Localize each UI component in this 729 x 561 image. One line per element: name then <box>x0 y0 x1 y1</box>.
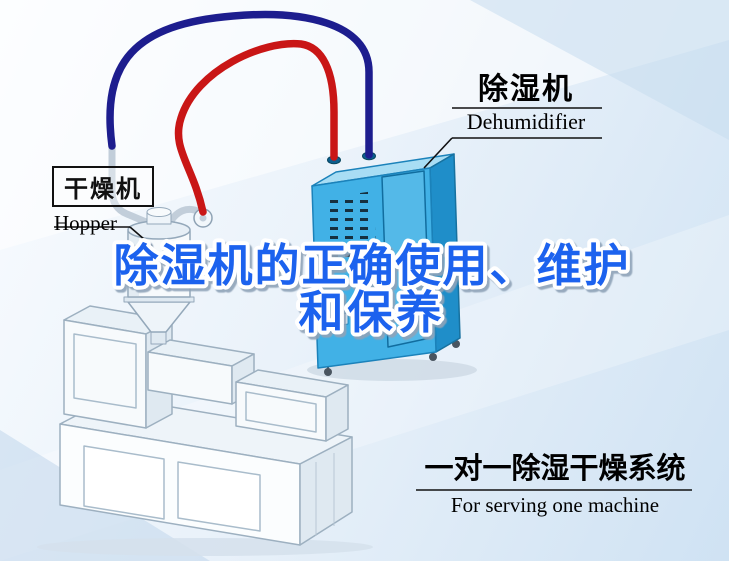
dehumidifier-shadow <box>307 359 477 381</box>
dehumidifier-label: 除湿机 Dehumidifier <box>450 74 602 135</box>
hopper-label-en: Hopper <box>54 211 117 235</box>
dehumidifier-label-cn: 除湿机 <box>478 72 574 107</box>
door-handle <box>417 245 422 263</box>
dehumidifier-label-en: Dehumidifier <box>466 109 586 134</box>
red-hose-pipe <box>174 39 338 216</box>
dehumidifier-vent-grille <box>326 191 376 267</box>
hopper-label: 干燥机 Hopper <box>52 166 154 235</box>
injection-molding-machine <box>59 305 353 546</box>
dehumidifier-machine <box>311 151 461 376</box>
caster-wheel <box>324 368 332 376</box>
system-caption-cn: 一对一除湿干燥系统 <box>424 451 686 485</box>
system-caption-en: For serving one machine <box>450 493 660 517</box>
hopper-label-cn: 干燥机 <box>52 166 154 207</box>
nameplate <box>329 312 349 328</box>
dehumidifier-door <box>381 170 431 348</box>
hopper-leader-line <box>129 226 153 247</box>
caster-wheel <box>429 353 437 361</box>
main-title: 除湿机的正确使用、维护 和保养 <box>109 235 632 343</box>
main-title-line1: 除湿机的正确使用、维护 <box>113 239 630 292</box>
main-title-line2: 和保养 <box>298 286 445 339</box>
navy-hose-pipe <box>106 10 373 159</box>
system-caption: 一对一除湿干燥系统 For serving one machine <box>418 451 692 518</box>
annotation-lines <box>54 107 692 491</box>
dehumidifier-leader-line <box>423 137 453 169</box>
molding-machine-shadow <box>37 538 373 556</box>
